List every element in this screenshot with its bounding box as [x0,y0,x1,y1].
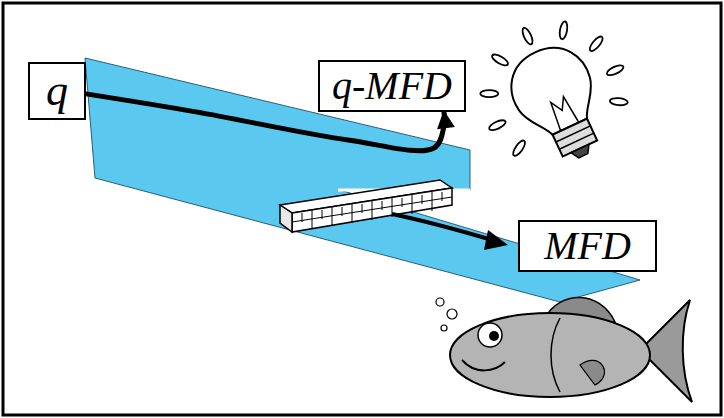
ray [610,97,629,106]
flow-arrowhead [484,230,508,250]
frame [3,3,721,415]
ray [588,35,605,53]
box-label: MFD [544,226,631,266]
ray [488,118,507,132]
fish [436,297,692,402]
box-label: q [46,69,68,113]
bulb-tip [571,144,593,160]
ray [490,52,509,67]
fish-eye [478,323,502,347]
fish-mouth [462,360,505,370]
bubble [441,325,447,331]
box-label: q-MFD [332,66,452,106]
fish-body [450,313,650,397]
weir-side [280,205,292,232]
fish-gill [551,318,560,392]
ray [511,139,527,158]
input-box: q [28,62,86,120]
output-box: MFD [518,220,657,272]
output-box: q-MFD [318,60,466,112]
weir-front [292,188,452,232]
ray [558,21,568,40]
bubble [436,298,444,306]
bulb-rays [457,0,640,163]
fish-pupil [489,331,499,341]
light-bulb [457,0,651,187]
fish-fin [580,360,604,385]
ray [480,90,498,97]
bubble [447,309,457,319]
flow-arrow [392,214,492,240]
weir [280,180,452,232]
ray [521,26,535,45]
ray [606,63,625,77]
